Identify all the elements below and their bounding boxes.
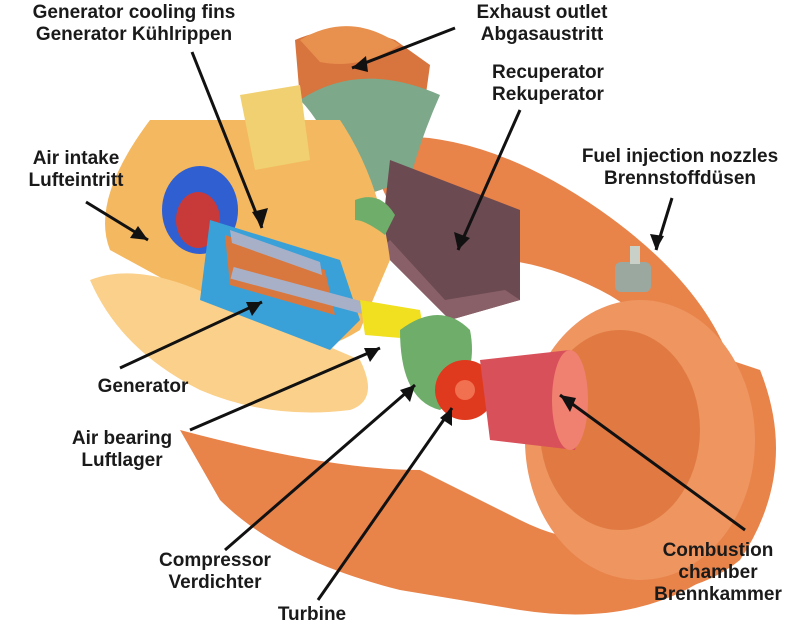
label-recuperator-de: Rekuperator: [492, 84, 604, 105]
leader-lines: [85, 26, 746, 601]
label-exhaust-en: Exhaust outlet: [476, 2, 608, 23]
label-combustion-en1: Combustion: [662, 540, 774, 561]
label-cooling-fins-de: Generator Kühlrippen: [35, 24, 233, 45]
label-fuel-nozzles-en: Fuel injection nozzles: [581, 146, 779, 167]
fuel-nozzle: [615, 262, 651, 292]
fuel-nozzle-tip: [630, 246, 640, 264]
arrow-generator: [246, 302, 262, 316]
label-turbine-en: Turbine: [277, 604, 347, 625]
turbine-hub: [455, 380, 475, 400]
leader-combustion: [559, 393, 746, 532]
label-turbine: Turbine: [262, 604, 362, 626]
label-exhaust-de: Abgasaustritt: [480, 24, 604, 45]
label-cooling-fins: Generator cooling fins Generator Kühlrip…: [4, 2, 264, 46]
label-recuperator-en: Recuperator: [492, 62, 604, 83]
arrow-cooling-fins: [252, 208, 268, 228]
exhaust-outlet-top: [300, 26, 400, 64]
label-air-intake-en: Air intake: [32, 148, 120, 169]
label-exhaust: Exhaust outlet Abgasaustritt: [452, 2, 632, 46]
arrow-exhaust: [352, 56, 368, 72]
arrow-air-bearing: [364, 348, 380, 362]
label-compressor: Compressor Verdichter: [140, 550, 290, 594]
leader-compressor: [224, 383, 416, 552]
leader-generator: [119, 300, 263, 370]
arrow-compressor: [400, 385, 415, 402]
mounting-bracket: [240, 85, 310, 170]
generator-cooling-fins: [230, 230, 322, 275]
label-generator-en: Generator: [97, 376, 189, 397]
label-combustion: Combustion chamber Brennkammer: [640, 540, 796, 606]
label-air-intake: Air intake Lufteintritt: [6, 148, 146, 192]
recuperator-face: [380, 240, 520, 320]
leader-arrowheads: [130, 56, 664, 426]
label-cooling-fins-en: Generator cooling fins: [32, 2, 236, 23]
arrow-air-intake: [130, 226, 148, 240]
leader-recuperator: [456, 109, 522, 251]
leader-turbine: [316, 407, 454, 601]
label-compressor-en: Compressor: [159, 550, 271, 571]
label-fuel-nozzles-de: Brennstoffdüsen: [604, 168, 756, 189]
label-combustion-en2: chamber: [678, 562, 758, 583]
label-air-bearing-en: Air bearing: [71, 428, 173, 449]
label-compressor-de: Verdichter: [168, 572, 262, 593]
leader-cooling-fins: [190, 51, 264, 229]
label-recuperator: Recuperator Rekuperator: [468, 62, 628, 106]
arrow-fuel-nozzle: [650, 234, 664, 250]
label-fuel-nozzles: Fuel injection nozzles Brennstoffdüsen: [560, 146, 800, 190]
arrow-combustion: [560, 395, 576, 412]
intake-lower-shell: [90, 273, 368, 413]
arrow-recuperator: [454, 232, 470, 250]
recuperator-ribs: [355, 197, 395, 235]
label-air-bearing-de: Luftlager: [81, 450, 163, 471]
label-combustion-de: Brennkammer: [654, 584, 782, 605]
label-air-intake-de: Lufteintritt: [28, 170, 124, 191]
label-generator: Generator: [78, 376, 208, 398]
label-air-bearing: Air bearing Luftlager: [52, 428, 192, 472]
arrow-turbine: [440, 408, 452, 426]
leader-air-bearing: [189, 346, 381, 432]
leader-exhaust: [351, 26, 456, 70]
